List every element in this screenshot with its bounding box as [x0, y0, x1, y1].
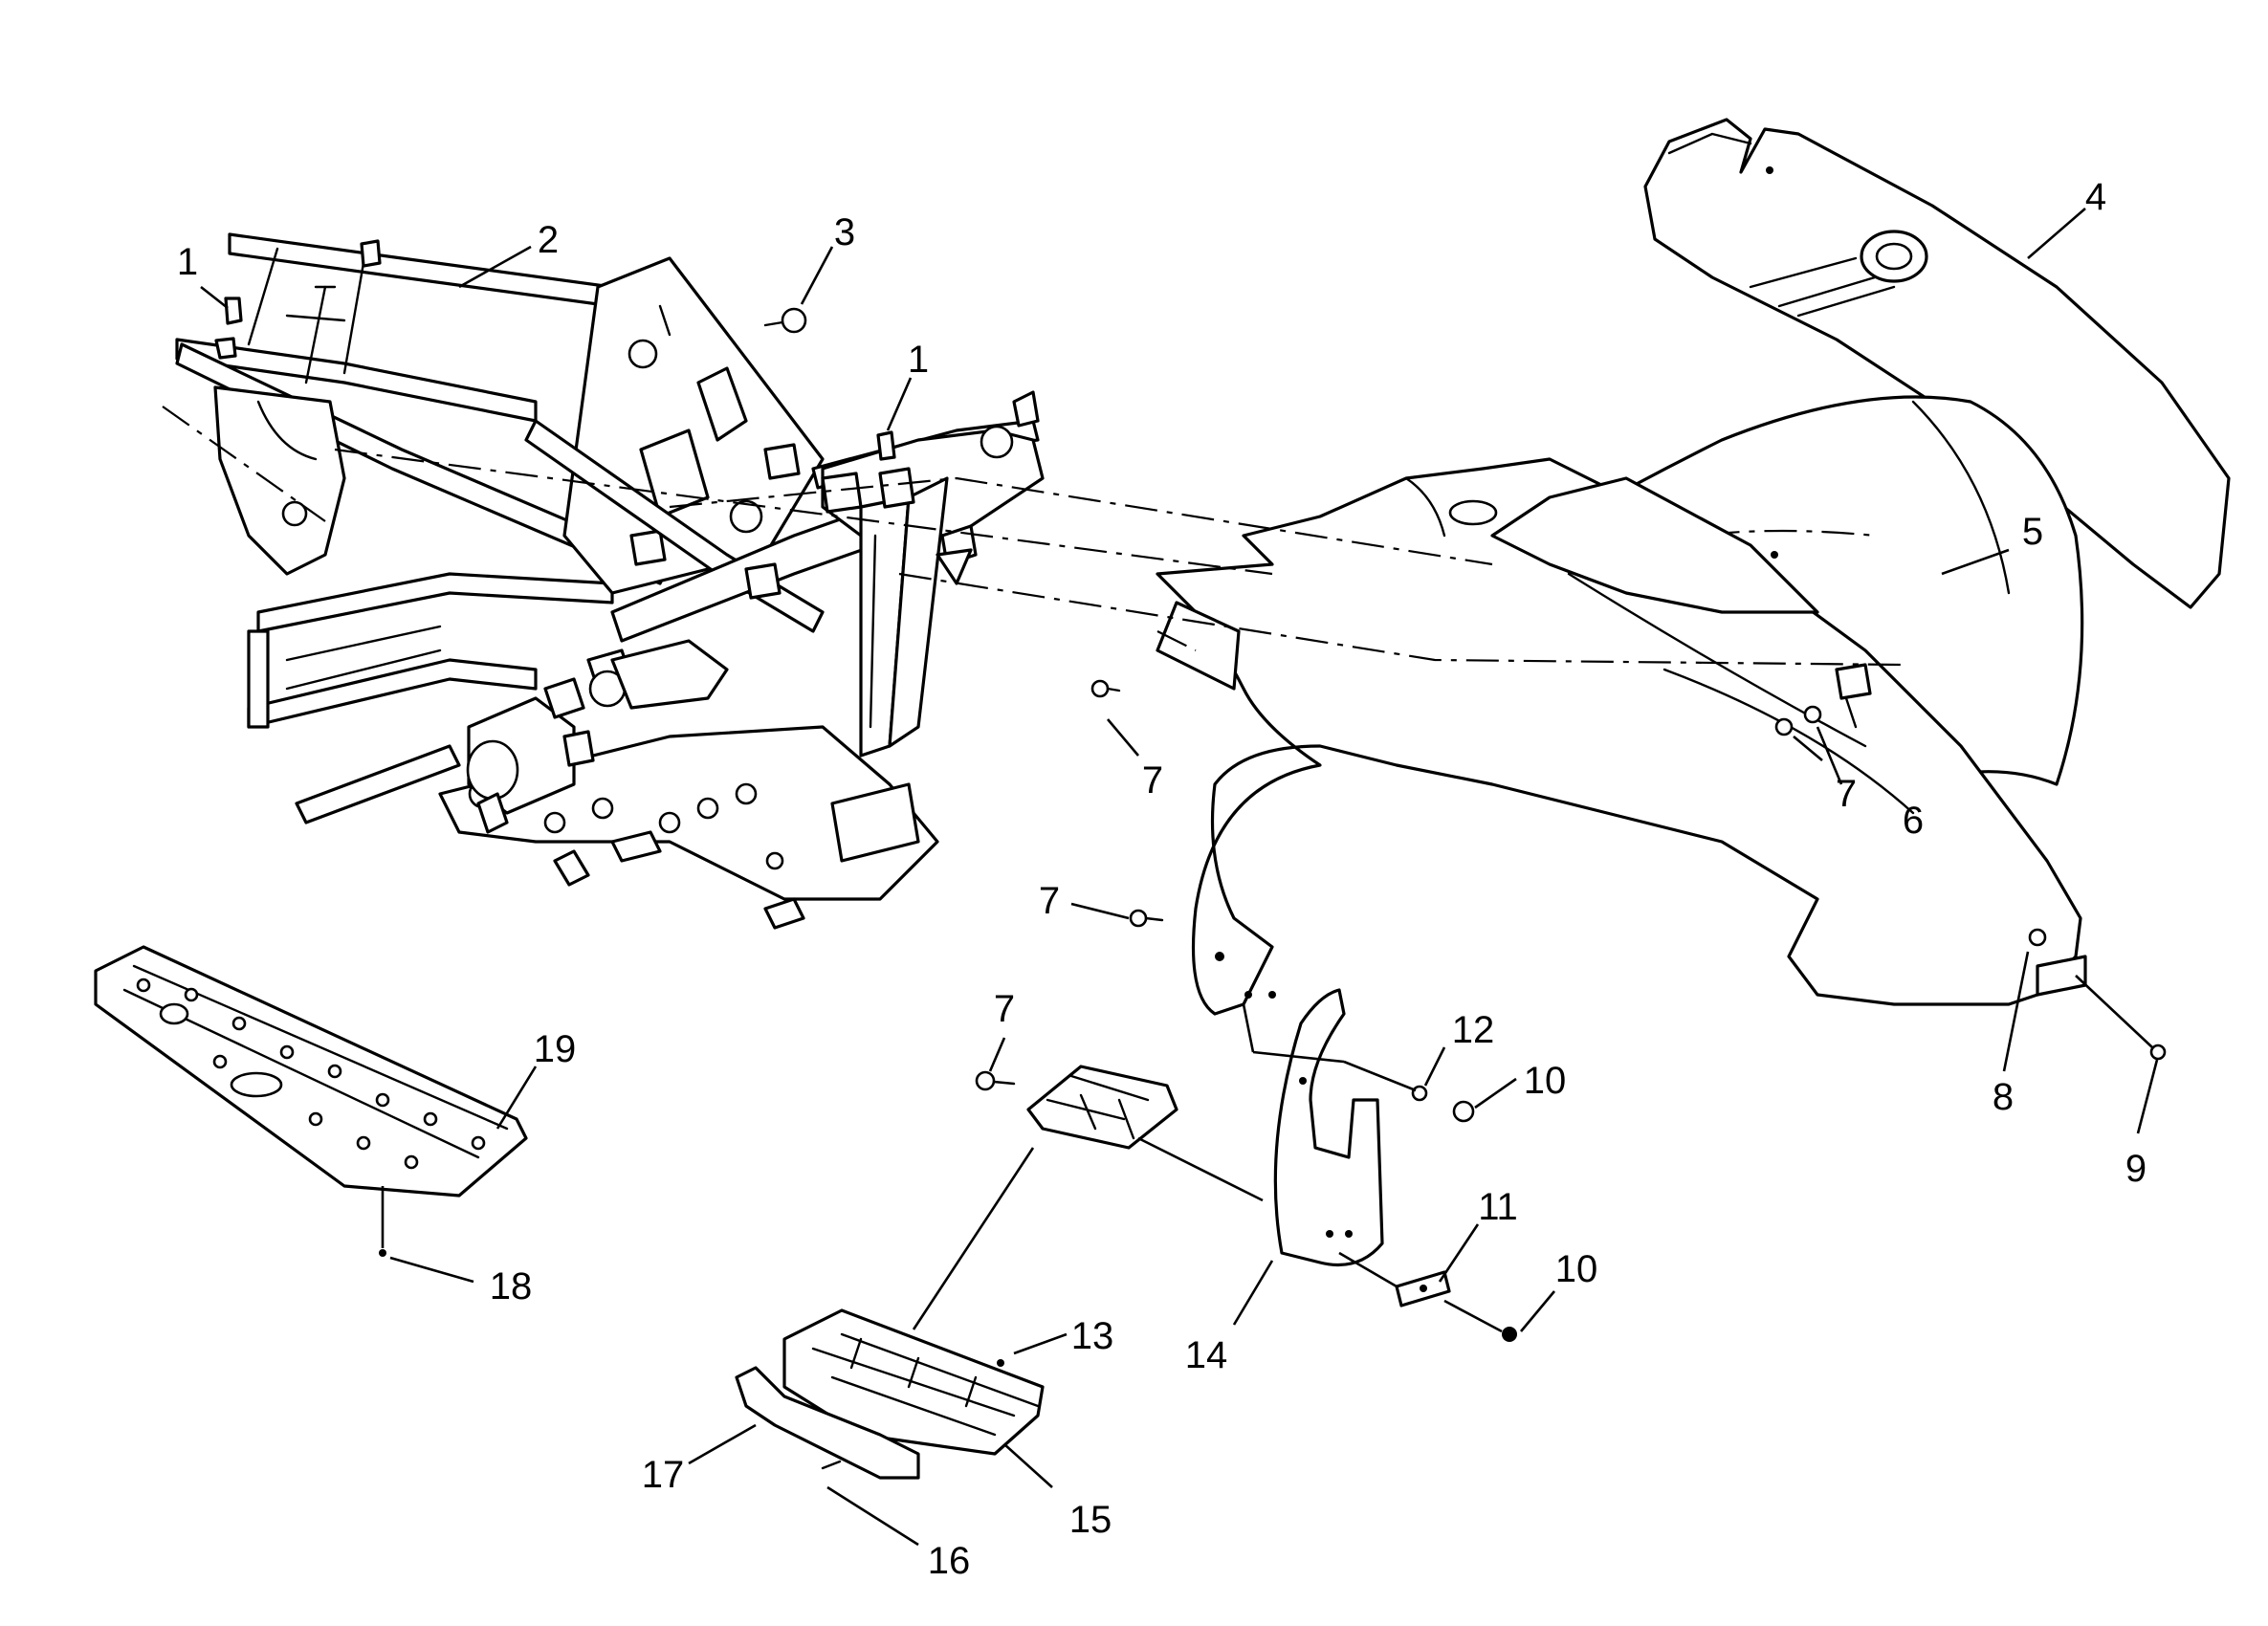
callout-14: 14 — [1185, 1334, 1228, 1376]
part-3-fastener — [763, 307, 807, 334]
callout-4: 4 — [2085, 176, 2106, 218]
part-15-footrest — [782, 1308, 1045, 1456]
callout-1-left: 1 — [177, 241, 198, 283]
callout-7-top: 7 — [1142, 759, 1163, 802]
callout-8: 8 — [1993, 1076, 2014, 1118]
callout-1-right: 1 — [908, 339, 929, 381]
callout-19: 19 — [534, 1028, 577, 1070]
callout-17: 17 — [642, 1454, 685, 1496]
callout-9: 9 — [2125, 1148, 2147, 1190]
callout-16: 16 — [928, 1540, 971, 1582]
part-17-footrest-trim — [735, 1366, 920, 1480]
part-11-plate — [1395, 1270, 1451, 1307]
fasteners — [379, 679, 2167, 1367]
callout-7-lower: 7 — [994, 988, 1015, 1030]
footrest-bracket — [1026, 1065, 1178, 1150]
leader-lines — [200, 208, 2159, 1547]
part-16-screw — [821, 1460, 842, 1470]
callout-7-right: 7 — [1836, 773, 1857, 815]
part-19-skid-plate — [94, 945, 528, 1198]
part-4-seat-top — [1643, 118, 2231, 609]
callout-11: 11 — [1478, 1186, 1518, 1228]
callout-15: 15 — [1069, 1499, 1112, 1541]
callout-13: 13 — [1071, 1315, 1114, 1357]
frame-assembly — [175, 232, 1045, 930]
part-14-mud-flap — [1273, 988, 1384, 1267]
callout-7-mid: 7 — [1039, 880, 1060, 922]
callout-6: 6 — [1903, 800, 1924, 842]
callout-12: 12 — [1452, 1009, 1495, 1051]
part-1-clip-right — [876, 430, 896, 461]
main-fender — [1156, 457, 2087, 1016]
callout-5: 5 — [2022, 511, 2043, 553]
callout-3: 3 — [834, 211, 855, 253]
alignment-lines — [162, 406, 1905, 667]
callout-18: 18 — [490, 1265, 533, 1307]
callouts: 1 2 3 1 4 5 7 7 6 7 7 12 10 8 9 19 11 10… — [177, 176, 2147, 1582]
callout-2: 2 — [538, 219, 559, 261]
callout-10-lower: 10 — [1555, 1248, 1598, 1290]
callout-10-upper: 10 — [1524, 1060, 1567, 1102]
